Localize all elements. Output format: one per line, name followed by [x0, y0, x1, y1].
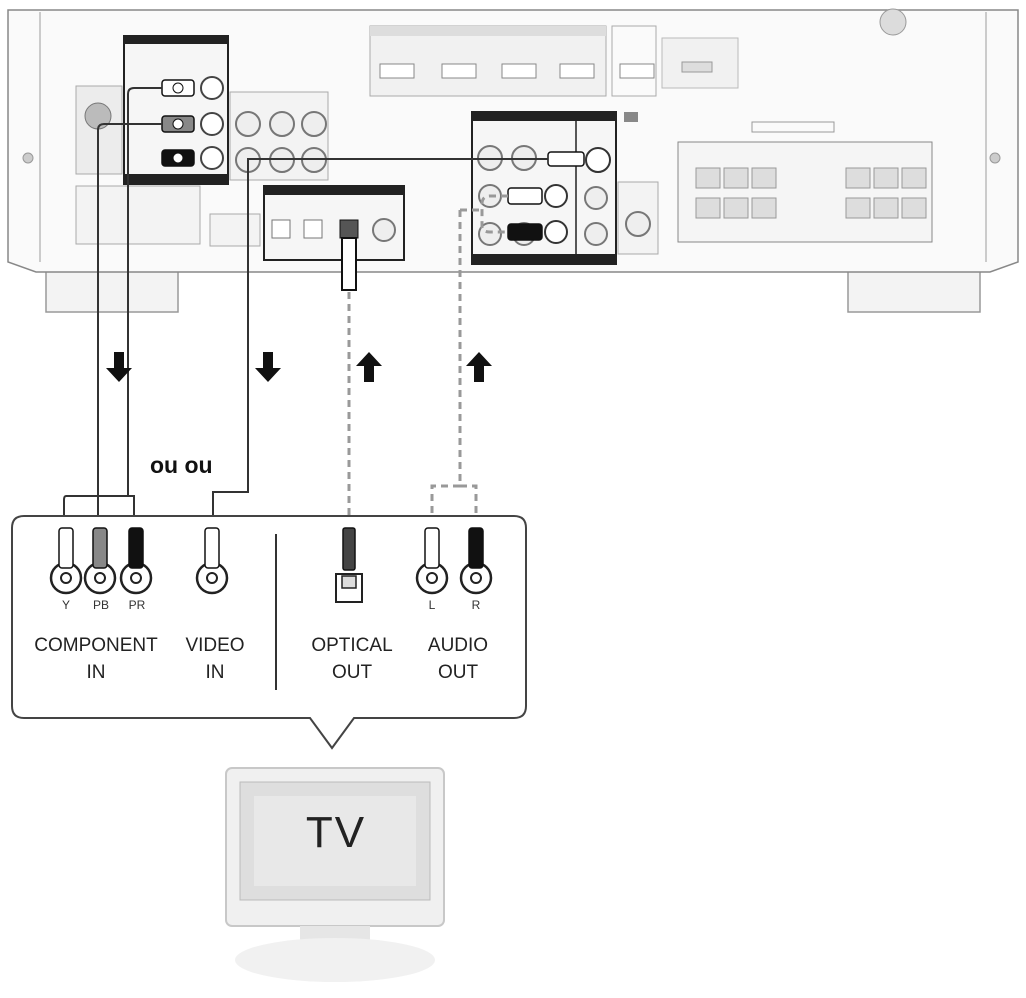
video-cable — [212, 158, 548, 528]
connector-alternative-note: ou ou — [150, 452, 213, 478]
label-audio-out: AUDIO OUT — [427, 635, 489, 683]
label-component-in: COMPONENT IN — [34, 635, 158, 683]
label-optical-out: OPTICAL OUT — [311, 635, 393, 683]
receiver-rear-panel — [7, 8, 1019, 313]
tv-input-panel — [11, 515, 527, 750]
jack-label-r: R — [471, 598, 481, 612]
jack-label-l: L — [428, 598, 436, 612]
direction-arrows — [106, 352, 492, 382]
jack-label-pb: PB — [92, 598, 109, 612]
component-cable — [63, 87, 162, 532]
audio-cable — [430, 194, 508, 528]
jack-label-pr: PR — [128, 598, 146, 612]
tv-label: TV — [305, 808, 367, 857]
jack-label-y: Y — [61, 598, 70, 612]
tv-graphic — [225, 767, 445, 982]
label-video-in: VIDEO IN — [185, 635, 245, 683]
